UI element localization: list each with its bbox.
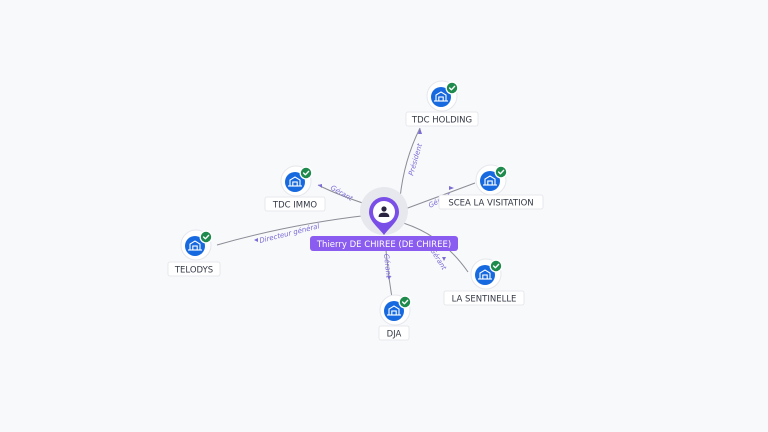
arrows xyxy=(254,128,454,280)
arrow-la-sentinelle xyxy=(442,257,446,261)
node-label: TELODYS xyxy=(174,266,213,276)
verified-badge-icon xyxy=(490,260,502,272)
edges xyxy=(216,127,476,299)
edge-telodys xyxy=(216,214,371,246)
verified-badge-icon xyxy=(399,296,411,308)
arrow-scea xyxy=(449,186,454,190)
node-telodys[interactable]: TELODYS xyxy=(167,229,221,277)
node-label: TDC HOLDING xyxy=(411,116,472,126)
relation-label-dja: Gérant xyxy=(382,253,392,278)
arrow-dja xyxy=(387,276,391,280)
center-person-node[interactable]: Thierry DE CHIREE (DE CHIREE) xyxy=(310,187,458,251)
arrow-tdc-immo xyxy=(318,184,322,188)
node-la-sentinelle[interactable]: LA SENTINELLE xyxy=(443,258,525,306)
center-label-background xyxy=(310,236,458,251)
arrow-telodys xyxy=(254,238,258,242)
node-tdc-immo[interactable]: TDC IMMO xyxy=(264,165,326,212)
node-scea[interactable]: SCEA LA VISITATION xyxy=(438,164,544,210)
node-tdc-holding[interactable]: TDC HOLDING xyxy=(405,80,479,127)
relation-label-tdc-immo: Gérant xyxy=(329,184,354,203)
verified-badge-icon xyxy=(495,166,507,178)
node-label: TDC IMMO xyxy=(272,201,318,211)
node-dja[interactable]: DJA xyxy=(378,294,412,341)
verified-badge-icon xyxy=(200,231,212,243)
person-icon xyxy=(378,206,390,217)
verified-badge-icon xyxy=(446,82,458,94)
node-label: LA SENTINELLE xyxy=(452,295,517,305)
node-label: SCEA LA VISITATION xyxy=(448,199,533,209)
edge-tdc-holding xyxy=(399,127,421,199)
edge-dja xyxy=(385,249,393,299)
arrow-tdc-holding xyxy=(418,128,422,134)
verified-badge-icon xyxy=(300,167,312,179)
node-label: DJA xyxy=(387,330,402,340)
center-person-label: Thierry DE CHIREE (DE CHIREE) xyxy=(316,240,451,250)
relation-label-tdc-holding: Président xyxy=(407,142,424,176)
